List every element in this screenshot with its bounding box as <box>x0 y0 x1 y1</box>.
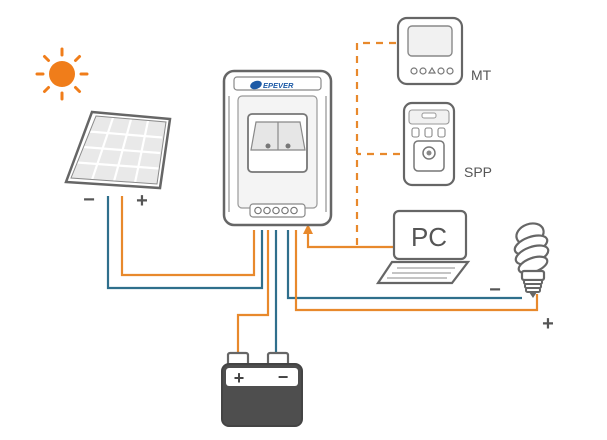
light-bulb-icon <box>513 222 550 298</box>
battery-positive-label: + <box>234 368 245 388</box>
wires <box>106 196 539 355</box>
pc-label: PC <box>411 222 447 252</box>
spp-label: SPP <box>464 164 492 180</box>
mt-comm-line <box>355 41 396 247</box>
mt-meter-icon <box>396 16 464 86</box>
laptop-icon <box>375 209 471 285</box>
battery-positive-wire <box>236 230 270 355</box>
comm-lines <box>355 41 400 247</box>
brand-logo-text: EPEVER <box>263 81 294 90</box>
load-negative-wire <box>286 230 522 300</box>
sun-icon <box>35 47 89 101</box>
load-negative-label: − <box>489 279 501 301</box>
mt-label: MT <box>471 67 492 83</box>
battery-negative-label: − <box>278 367 289 387</box>
pc-comm-wire <box>306 232 393 249</box>
charge-controller-icon <box>222 69 333 227</box>
panel-positive-label: + <box>136 190 148 212</box>
panel-negative-wire <box>106 196 264 290</box>
battery-icon <box>221 351 303 427</box>
load-positive-label: + <box>542 313 554 335</box>
spp-module-icon <box>402 101 456 187</box>
solar-panel-icon <box>64 110 172 190</box>
pc-comm-arrow-icon <box>303 224 313 234</box>
panel-positive-wire <box>120 196 256 277</box>
panel-negative-label: − <box>83 189 95 211</box>
load-positive-wire <box>294 230 539 312</box>
